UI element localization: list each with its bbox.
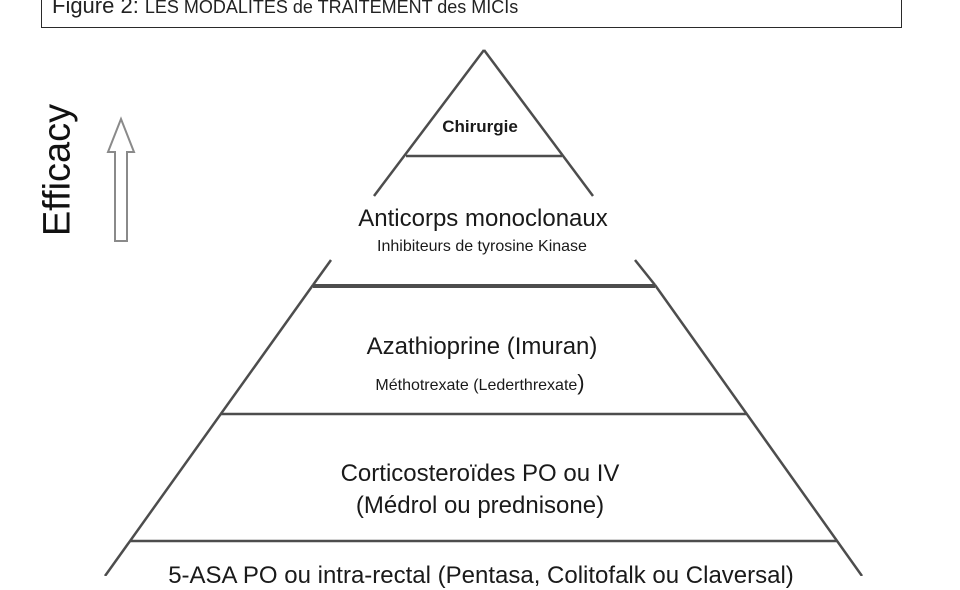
figure-caption: Figure 2: LES MODALITES de TRAITEMENT des…	[52, 0, 518, 19]
pyramid-left-edge-top	[373, 49, 485, 197]
pyramid-right-edge-low	[653, 284, 864, 576]
tier-azathioprine-label: Azathioprine (Imuran)	[366, 333, 598, 360]
pyramid-left-edge-low	[103, 284, 315, 576]
pyramid-left-edge-mid	[311, 259, 333, 286]
tier-methotrexate-text: Méthotrexate (Lederthrexate	[375, 377, 578, 394]
tier-azathioprine-sublabel: Méthotrexate (Lederthrexate)	[375, 370, 584, 396]
tier-anticorps-label: Anticorps monoclonaux	[358, 205, 608, 232]
efficacy-axis-label: Efficacy	[36, 103, 79, 237]
pyramid-diagram	[103, 49, 864, 576]
tier-5asa-label: 5-ASA PO ou intra-rectal (Pentasa, Colit…	[168, 562, 794, 589]
tier-methotrexate-paren: )	[577, 370, 585, 395]
pyramid-right-edge-top	[482, 49, 595, 197]
figure-caption-box: Figure 2: LES MODALITES de TRAITEMENT des…	[41, 0, 902, 28]
tier-corticosteroides-label-line2: (Médrol ou prednisone)	[355, 492, 605, 519]
figure-label: Figure 2:	[52, 0, 139, 18]
up-arrow-icon	[106, 116, 136, 242]
pyramid-right-edge-mid	[634, 259, 656, 286]
tier-anticorps-sublabel: Inhibiteurs de tyrosine Kinase	[377, 238, 587, 255]
tier-corticosteroides-label: Corticosteroïdes PO ou IV	[340, 460, 620, 487]
figure-title: LES MODALITES de TRAITEMENT des MICIs	[144, 0, 519, 17]
tier-chirurgie-label: Chirurgie	[442, 117, 518, 136]
